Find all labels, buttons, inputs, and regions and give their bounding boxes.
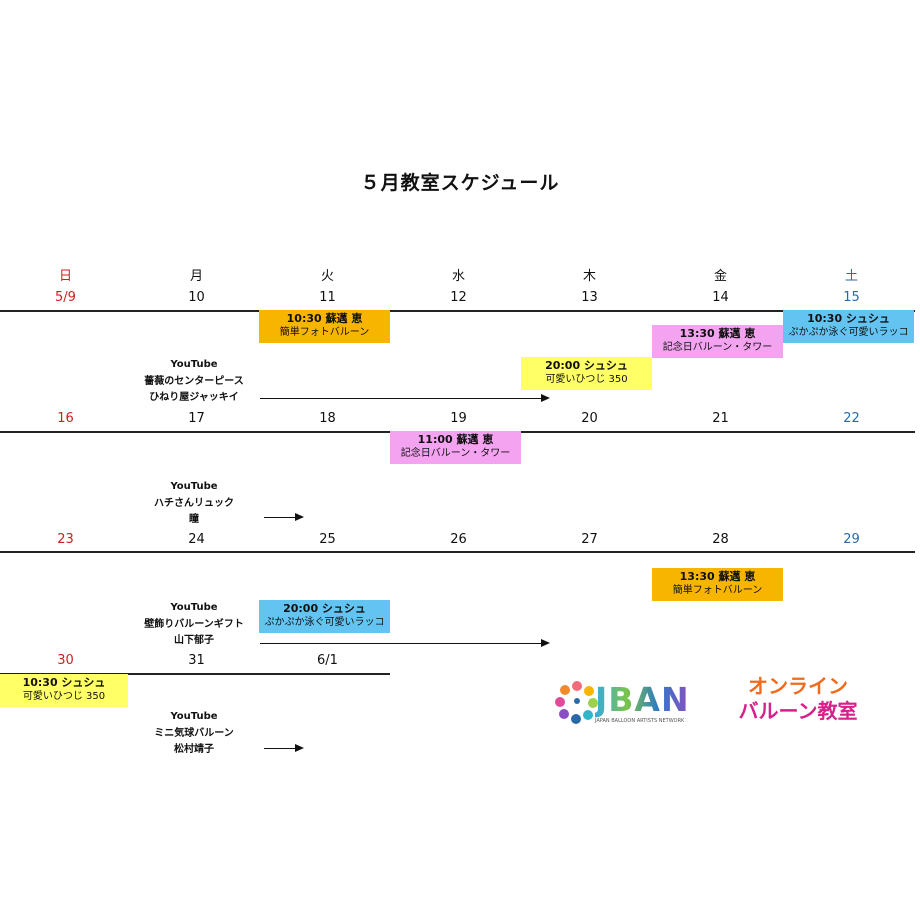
arrow-right [264, 512, 304, 521]
youtube-note: YouTube ミニ気球バルーン 松村靖子 [124, 709, 264, 759]
weekday-thu: 木 [582, 269, 596, 284]
youtube-label: YouTube [170, 359, 218, 370]
youtube-author: 瞳 [189, 514, 199, 525]
arrow-right [264, 743, 304, 752]
event-time: 10:30 蘇邁 恵 [286, 312, 363, 325]
event-time: 10:30 シュシュ [807, 312, 890, 325]
event-title: 可愛いひつじ 350 [22, 691, 106, 702]
event-block[interactable]: 10:30 シュシュ 可愛いひつじ 350 [0, 674, 128, 707]
weekday-fri: 金 [713, 269, 727, 284]
page-title: ５月教室スケジュール [360, 172, 560, 194]
weekday-tue: 火 [320, 269, 334, 284]
date-cell: 12 [450, 290, 467, 305]
event-block[interactable]: 20:00 シュシュ ぷかぷか泳ぐ可愛いラッコ [259, 600, 390, 633]
balloon-class-label: バルーン教室 [738, 699, 858, 723]
arrow-right [260, 638, 550, 647]
event-block[interactable]: 11:00 蘇邁 恵 記念日バルーン・タワー [390, 431, 521, 464]
balloon-wreath-icon [555, 681, 598, 724]
date-cell: 16 [57, 411, 74, 426]
event-block[interactable]: 10:30 蘇邁 恵 簡単フォトバルーン [259, 310, 390, 343]
date-cell: 10 [188, 290, 205, 305]
event-block[interactable]: 13:30 蘇邁 恵 記念日バルーン・タワー [652, 325, 783, 358]
event-time: 20:00 シュシュ [545, 359, 628, 372]
date-cell: 17 [188, 411, 205, 426]
event-title: 可愛いひつじ 350 [545, 374, 628, 385]
jban-logo: JBAN JAPAN BALLOON ARTISTS NETWORK [555, 676, 695, 736]
date-cell: 19 [450, 411, 467, 426]
date-cell: 20 [581, 411, 598, 426]
date-cell: 5/9 [55, 290, 76, 305]
date-cell: 11 [319, 290, 336, 305]
youtube-note: YouTube ハチさんリュック 瞳 [124, 479, 264, 529]
date-cell: 6/1 [317, 653, 338, 668]
date-cell: 15 [843, 290, 860, 305]
weekday-mon: 月 [189, 269, 203, 284]
date-cell: 31 [188, 653, 205, 668]
weekday-sat: 土 [844, 269, 858, 284]
date-cell: 27 [581, 532, 598, 547]
date-cell: 14 [712, 290, 729, 305]
date-cell: 28 [712, 532, 729, 547]
event-block[interactable]: 20:00 シュシュ 可愛いひつじ 350 [521, 357, 652, 390]
date-cell: 18 [319, 411, 336, 426]
date-cell: 24 [188, 532, 205, 547]
event-title: 簡単フォトバルーン [279, 327, 370, 338]
youtube-author: 松村靖子 [174, 744, 214, 755]
arrow-right [260, 393, 550, 402]
youtube-author: 山下郁子 [174, 635, 214, 646]
youtube-title: 薔薇のセンターピース [144, 375, 244, 387]
youtube-title: ハチさんリュック [154, 497, 234, 509]
week-divider [0, 673, 390, 675]
youtube-note: YouTube 壁飾りバルーンギフト 山下郁子 [124, 600, 264, 650]
date-cell: 13 [581, 290, 598, 305]
youtube-title: 壁飾りバルーンギフト [144, 618, 244, 630]
event-time: 11:00 蘇邁 恵 [417, 433, 494, 446]
event-title: ぷかぷか泳ぐ可愛いラッコ [264, 617, 385, 628]
date-cell: 23 [57, 532, 74, 547]
event-time: 20:00 シュシュ [283, 602, 366, 615]
youtube-title: ミニ気球バルーン [154, 727, 234, 739]
date-cell: 22 [843, 411, 860, 426]
date-cell: 25 [319, 532, 336, 547]
weekday-sun: 日 [58, 269, 72, 284]
event-title: ぷかぷか泳ぐ可愛いラッコ [788, 327, 909, 338]
online-balloon-class-logo: オンライン バルーン教室 [718, 674, 878, 724]
youtube-label: YouTube [170, 711, 218, 722]
weekday-wed: 水 [451, 269, 465, 284]
youtube-label: YouTube [170, 602, 218, 613]
event-title: 簡単フォトバルーン [672, 585, 763, 596]
event-time: 13:30 蘇邁 恵 [679, 327, 756, 340]
youtube-note: YouTube 薔薇のセンターピース ひねり屋ジャッキイ [124, 357, 264, 407]
event-title: 記念日バルーン・タワー [400, 448, 511, 459]
date-cell: 26 [450, 532, 467, 547]
date-cell: 21 [712, 411, 729, 426]
week-divider [0, 551, 915, 553]
jban-subtitle: JAPAN BALLOON ARTISTS NETWORK [595, 718, 685, 724]
online-label: オンライン [748, 674, 848, 698]
jban-name: JBAN [595, 680, 690, 719]
event-time: 13:30 蘇邁 恵 [679, 570, 756, 583]
date-cell: 30 [57, 653, 74, 668]
week-divider [0, 310, 915, 312]
event-time: 10:30 シュシュ [22, 676, 106, 689]
youtube-label: YouTube [170, 481, 218, 492]
event-title: 記念日バルーン・タワー [662, 342, 773, 353]
date-cell: 29 [843, 532, 860, 547]
event-block[interactable]: 10:30 シュシュ ぷかぷか泳ぐ可愛いラッコ [783, 310, 914, 343]
youtube-author: ひねり屋ジャッキイ [149, 392, 239, 403]
event-block[interactable]: 13:30 蘇邁 恵 簡単フォトバルーン [652, 568, 783, 601]
